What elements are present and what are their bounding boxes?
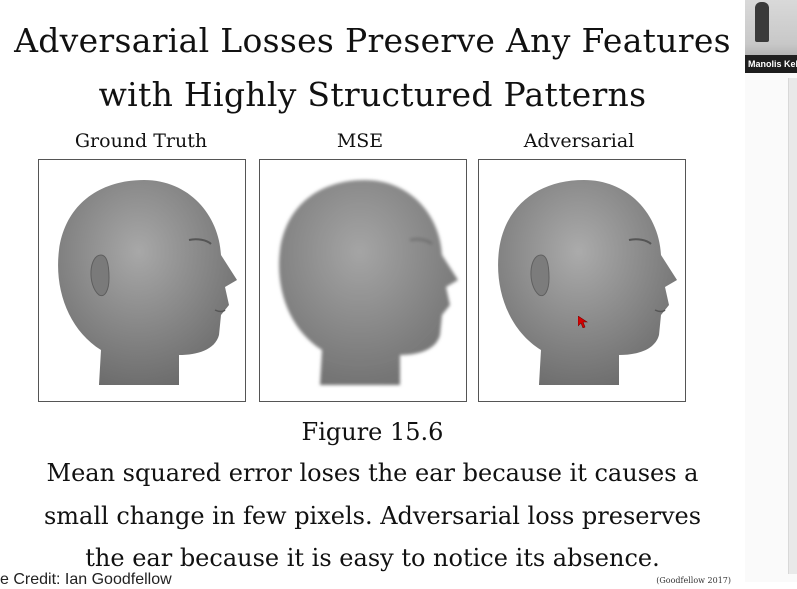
slide-title-line-2: with Highly Structured Patterns (98, 75, 647, 114)
head-profile-ground-truth (58, 180, 238, 385)
participant-video-tile[interactable]: Manolis Kel (745, 0, 797, 73)
citation: (Goodfellow 2017) (656, 576, 731, 585)
slide: Adversarial Losses Preserve Any Features… (0, 21, 731, 588)
figure-label: Figure 15.6 (301, 418, 444, 446)
ground-truth-image (38, 159, 246, 402)
scrollbar[interactable] (788, 78, 797, 574)
head-profile-mse (279, 180, 458, 385)
caption-line-3: the ear because it is easy to notice its… (85, 544, 660, 572)
participant-name: Manolis Kel (745, 55, 797, 73)
caption-line-2: small change in few pixels. Adversarial … (43, 502, 702, 530)
caption-line-1: Mean squared error loses the ear because… (46, 459, 699, 487)
mse-image (259, 159, 467, 402)
participant-silhouette (755, 2, 769, 42)
adversarial-image (478, 159, 686, 402)
head-profile-adversarial (498, 180, 677, 385)
panel-label-ground-truth: Ground Truth (74, 130, 208, 152)
image-credit: e Credit: Ian Goodfellow (0, 571, 172, 588)
panel-label-mse: MSE (336, 130, 384, 152)
panel-label-adversarial: Adversarial (523, 130, 635, 152)
mouse-cursor-icon (578, 316, 588, 328)
slide-title-line-1: Adversarial Losses Preserve Any Features (14, 21, 731, 60)
